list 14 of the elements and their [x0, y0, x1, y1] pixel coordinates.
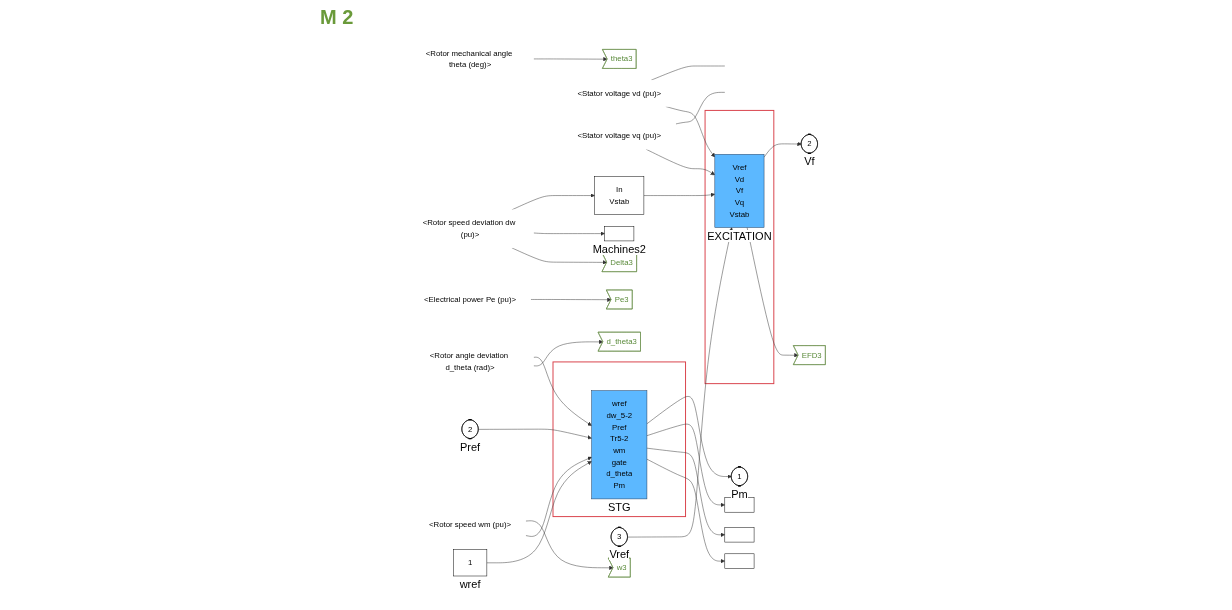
block-caption: Pref	[459, 440, 481, 453]
block-caption: Vf	[804, 155, 815, 168]
block-caption: Machines2	[592, 242, 646, 255]
block-caption: Vref	[609, 548, 630, 561]
block-caption: STG	[607, 500, 631, 513]
block-caption: EXCITATION	[707, 229, 772, 242]
node-box	[724, 497, 755, 513]
node-box	[604, 226, 635, 242]
cluster	[552, 361, 687, 518]
block-caption: wref	[459, 578, 481, 590]
diagram-title: M 2	[320, 6, 354, 29]
node-box	[724, 553, 755, 569]
block-caption: Pm	[731, 487, 748, 500]
node-box	[724, 527, 755, 543]
